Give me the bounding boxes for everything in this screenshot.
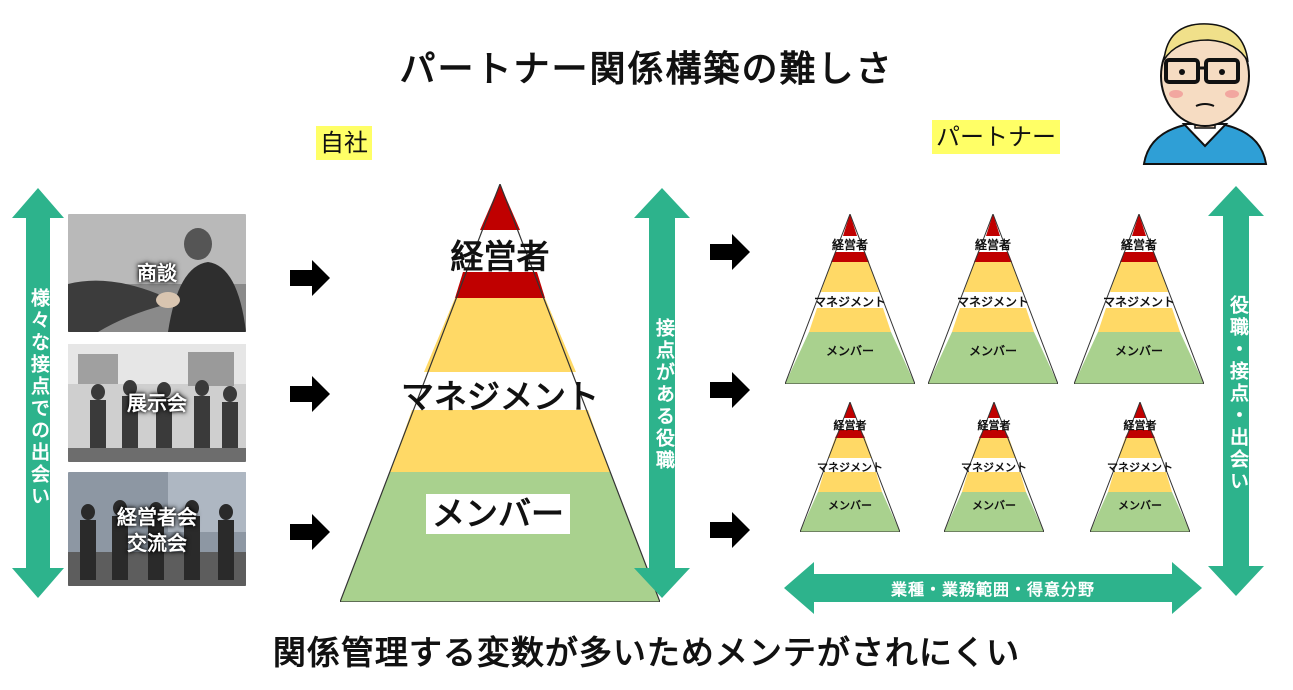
photo-business-meeting: 商談: [68, 214, 246, 332]
partner-pyramid-label-executives: 経営者: [974, 238, 1011, 252]
partner-pyramid-label-management: マネジメント: [956, 295, 1029, 309]
bottom-band-text: 業種・業務範囲・得意分野: [890, 580, 1095, 599]
partner-pyramid: [928, 214, 1058, 384]
partner-pyramid: [800, 402, 900, 532]
partner-pyramid: [785, 214, 915, 384]
partner-pyramid-label-members: メンバー: [1114, 344, 1163, 358]
photo-caption: 展示会: [127, 391, 187, 415]
right-arrow-icon: [290, 260, 330, 296]
right-double-arrow: [1208, 186, 1264, 596]
company-label: 自社: [316, 126, 372, 160]
photo-caption-line-1: 経営者会: [117, 505, 197, 529]
partner-pyramid-label-management: マネジメント: [1102, 295, 1175, 309]
right-arrow-icon: [710, 512, 750, 548]
partner-pyramid: [1074, 214, 1204, 384]
photo-executive-networking: 経営者会 交流会: [68, 472, 246, 586]
right-arrow-icon: [290, 376, 330, 412]
middle-double-arrow: [634, 188, 690, 598]
pyramid-label-executives: 経営者: [450, 237, 550, 276]
photo-exhibition: 展示会: [68, 344, 246, 462]
partner-pyramid-label-management: マネジメント: [817, 461, 883, 474]
right-arrow-icon: [710, 372, 750, 408]
partner-pyramid-label-members: メンバー: [1118, 499, 1162, 512]
partner-pyramid-label-executives: 経営者: [831, 238, 868, 252]
left-double-arrow: [12, 188, 64, 598]
partner-pyramid: [944, 402, 1044, 532]
horizontal-double-arrow: [784, 562, 1202, 614]
pyramid-label-members: メンバー: [426, 494, 570, 534]
partner-pyramid-label-members: メンバー: [968, 344, 1017, 358]
partner-pyramid-label-executives: 経営者: [1120, 238, 1157, 252]
footer-caption: 関係管理する変数が多いためメンテがされにくい: [272, 633, 1021, 672]
partner-label: パートナー: [932, 120, 1060, 154]
partner-pyramid-label-management: マネジメント: [961, 461, 1027, 474]
partner-pyramid-label-members: メンバー: [825, 344, 874, 358]
photo-caption-line-2: 交流会: [127, 531, 187, 555]
pyramid-label-management: マネジメント: [401, 377, 599, 416]
partner-pyramid-label-executives: 経営者: [1123, 419, 1157, 432]
middle-vertical-text: 接点がある役職: [653, 318, 675, 472]
partner-pyramid-label-executives: 経営者: [833, 419, 867, 432]
partner-pyramid-label-management: マネジメント: [813, 295, 886, 309]
partner-pyramid: [1090, 402, 1190, 532]
partner-pyramid-label-members: メンバー: [828, 499, 872, 512]
right-arrow-icon: [290, 514, 330, 550]
partner-pyramid-label-executives: 経営者: [977, 419, 1011, 432]
partner-pyramid-label-management: マネジメント: [1107, 461, 1173, 474]
person-avatar-icon: [1142, 23, 1268, 165]
right-arrow-icon: [710, 234, 750, 270]
partner-pyramid-label-members: メンバー: [972, 499, 1016, 512]
right-vertical-text: 役職・接点・出会い: [1227, 295, 1249, 493]
photo-caption: 商談: [137, 261, 177, 285]
company-pyramid: [340, 184, 660, 602]
left-vertical-text: 様々な接点での出会い: [28, 288, 50, 508]
page-title: パートナー関係構築の難しさ: [399, 49, 894, 90]
